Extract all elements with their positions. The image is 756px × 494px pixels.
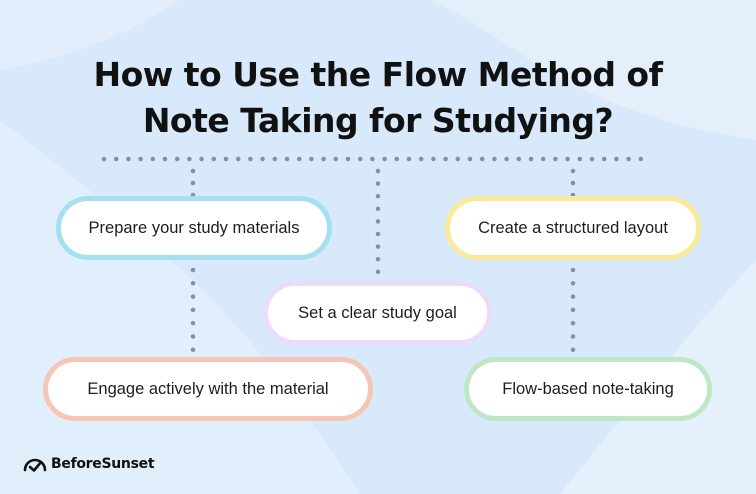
step-label: Create a structured layout	[478, 218, 668, 237]
step-label: Set a clear study goal	[298, 303, 457, 322]
step-structured-layout: Create a structured layout	[445, 196, 701, 260]
step-label: Flow-based note-taking	[502, 379, 674, 398]
step-prepare-materials: Prepare your study materials	[56, 196, 332, 260]
page-title: How to Use the Flow Method of Note Takin…	[0, 52, 756, 144]
brand-logo: BeforeSunset	[22, 455, 155, 473]
step-label: Prepare your study materials	[88, 218, 300, 237]
step-flow-note-taking: Flow-based note-taking	[464, 357, 712, 421]
beforesunset-logo-icon	[23, 458, 47, 472]
title-line-2: Note Taking for Studying?	[142, 101, 614, 140]
step-engage-actively: Engage actively with the material	[43, 357, 373, 421]
step-study-goal: Set a clear study goal	[263, 281, 492, 345]
title-line-1: How to Use the Flow Method of	[93, 55, 663, 94]
brand-name: BeforeSunset	[51, 456, 155, 472]
step-label: Engage actively with the material	[87, 379, 329, 398]
